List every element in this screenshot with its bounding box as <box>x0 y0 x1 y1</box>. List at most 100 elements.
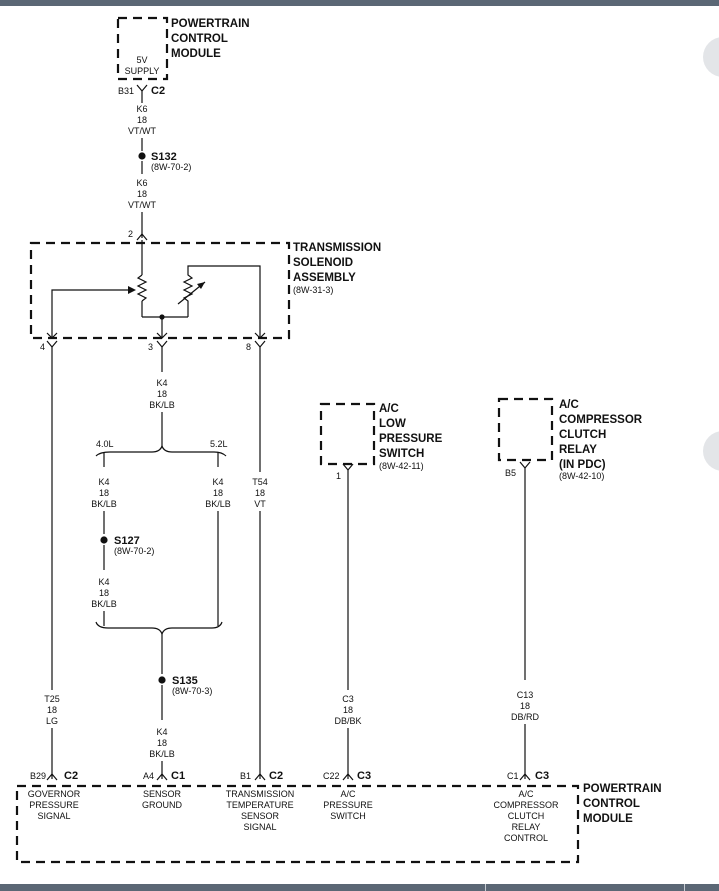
solenoid-arrow-pin8 <box>254 332 266 339</box>
wire-t54-color: VT <box>254 499 266 509</box>
splice-s135-name: S135 <box>172 675 198 687</box>
solenoid-title-1: TRANSMISSION <box>293 242 381 254</box>
ac-compressor-clutch-relay: A/C COMPRESSOR CLUTCH RELAY (IN PDC) (8W… <box>497 397 643 481</box>
pcm-pin-c22-conn: C3 <box>357 770 371 782</box>
pcm-bottom-title-3: MODULE <box>583 813 633 825</box>
splice-s132-dot <box>138 152 146 160</box>
solenoid-arrow-pin4 <box>46 332 58 339</box>
pcm-bottom-title-1: POWERTRAIN <box>583 783 662 795</box>
pcm-pin-c1-label-4: RELAY <box>512 822 541 832</box>
ac-low-ref: (8W-42-11) <box>379 461 424 471</box>
connector-pin3-symbol <box>156 340 168 348</box>
bottom-bar-divider-2 <box>684 884 685 891</box>
wire-c3-code: C3 <box>342 694 354 704</box>
wire-k4-bottom-gauge: 18 <box>157 738 167 748</box>
wire-c3-gauge: 18 <box>343 705 353 715</box>
wire-k4-left2-gauge: 18 <box>99 588 109 598</box>
pcm-pin-b29-label-2: PRESSURE <box>29 800 79 810</box>
ac-low-title-2: LOW <box>379 418 406 430</box>
pcm-pin-c1-conn: C3 <box>535 770 549 782</box>
resistor-left <box>136 274 148 302</box>
wire-c3-color: DB/BK <box>334 716 361 726</box>
ac-relay-title-3: CLUTCH <box>559 429 606 441</box>
pcm-top-label-2: SUPPLY <box>125 66 160 76</box>
pcm-pin-b1-conn: C2 <box>269 770 283 782</box>
pcm-pin-b1: B1 <box>240 771 251 781</box>
solenoid-pin-3: 3 <box>148 342 153 352</box>
ac-low-title-4: SWITCH <box>379 448 424 460</box>
wire-k4-bottom-code: K4 <box>156 727 167 737</box>
wire-k6-a-code: K6 <box>136 104 147 114</box>
wire-k6-a-color: VT/WT <box>128 126 156 136</box>
ac-relay-title-5: (IN PDC) <box>559 459 606 471</box>
pcm-pin-a4-label-1: SENSOR <box>143 789 182 799</box>
ac-relay-box <box>497 397 554 462</box>
pcm-pin-b29-label-3: SIGNAL <box>37 811 70 821</box>
ac-relay-ref: (8W-42-10) <box>559 471 604 481</box>
wire-k4-left-code: K4 <box>98 477 109 487</box>
solenoid-pin-top: 2 <box>128 229 133 239</box>
wire-k6-b-color: VT/WT <box>128 200 156 210</box>
pcm-pin-c1-label-2: COMPRESSOR <box>493 800 559 810</box>
wire-t54-gauge: 18 <box>255 488 265 498</box>
ac-relay-title-1: A/C <box>559 399 579 411</box>
engine-option-brace <box>95 444 227 457</box>
wire-k4-main-gauge: 18 <box>157 389 167 399</box>
pcm-top-title-1: POWERTRAIN <box>171 18 250 30</box>
splice-s132-ref: (8W-70-2) <box>151 162 191 172</box>
splice-s127-ref: (8W-70-2) <box>114 546 154 556</box>
solenoid-int-wire-left <box>51 289 132 338</box>
ac-low-title-1: A/C <box>379 403 399 415</box>
pcm-top-title-2: CONTROL <box>171 33 228 45</box>
pcm-pin-c22-symbol <box>342 773 354 781</box>
solenoid-pin-4: 4 <box>40 342 45 352</box>
pcm-pin-c22-label-1: A/C <box>340 789 356 799</box>
solenoid-component: 2 TRANSMISSION SOLENOID ASSEMBLY (8W-31-… <box>29 229 381 352</box>
solenoid-box <box>29 241 291 340</box>
wire-k6-b-gauge: 18 <box>137 189 147 199</box>
pcm-pin-c1-symbol <box>519 773 531 781</box>
wire-t25-gauge: 18 <box>47 705 57 715</box>
pcm-top-connector-symbol <box>136 84 148 92</box>
pcm-pin-b1-symbol <box>254 773 266 781</box>
pcm-pin-b29-label-1: GOVERNOR <box>28 789 81 799</box>
ac-relay-title-4: RELAY <box>559 444 597 456</box>
pcm-bottom-component: POWERTRAIN CONTROL MODULE B29 C2 GOVERNO… <box>15 770 662 864</box>
wire-k4-main-code: K4 <box>156 378 167 388</box>
engine-left-label: 4.0L <box>96 439 114 449</box>
pcm-pin-b29-symbol <box>46 773 58 781</box>
resistor-right-variable <box>182 265 261 338</box>
wire-c13-color: DB/RD <box>511 712 540 722</box>
wire-k4-right-gauge: 18 <box>213 488 223 498</box>
pcm-pin-b29-conn: C2 <box>64 770 78 782</box>
wire-k4-bottom-color: BK/LB <box>149 749 175 759</box>
pcm-top-box <box>116 16 169 81</box>
pcm-pin-b1-label-2: TEMPERATURE <box>226 800 293 810</box>
pcm-pin-c22-label-3: SWITCH <box>330 811 366 821</box>
scroll-knob-lower[interactable] <box>703 431 719 471</box>
pcm-pin-b29: B29 <box>30 771 46 781</box>
solenoid-pin-8: 8 <box>246 342 251 352</box>
variable-arrowhead <box>197 282 205 289</box>
pcm-pin-c22: C22 <box>323 771 340 781</box>
solenoid-ref: (8W-31-3) <box>293 285 333 295</box>
solenoid-title-3: ASSEMBLY <box>293 272 356 284</box>
wire-t54-code: T54 <box>252 477 268 487</box>
wire-k4-left2-code: K4 <box>98 577 109 587</box>
pcm-top-pin: B31 <box>118 86 134 96</box>
wire-k4-main-color: BK/LB <box>149 400 175 410</box>
solenoid-top-connector <box>136 233 148 241</box>
ac-low-pin: 1 <box>336 471 341 481</box>
solenoid-title-2: SOLENOID <box>293 257 353 269</box>
pcm-top-title-3: MODULE <box>171 48 221 60</box>
scroll-knob-upper[interactable] <box>703 37 719 77</box>
bottom-bar-divider-1 <box>485 884 486 891</box>
wire-k4-left-gauge: 18 <box>99 488 109 498</box>
splice-s132-name: S132 <box>151 151 177 163</box>
pcm-pin-c1-label-3: CLUTCH <box>508 811 545 821</box>
pcm-bottom-box <box>15 784 580 864</box>
pcm-pin-b1-label-4: SIGNAL <box>243 822 276 832</box>
pcm-pin-c1-label-5: CONTROL <box>504 833 548 843</box>
connector-pin8-symbol <box>254 340 266 348</box>
splice-s135-dot <box>158 676 166 684</box>
